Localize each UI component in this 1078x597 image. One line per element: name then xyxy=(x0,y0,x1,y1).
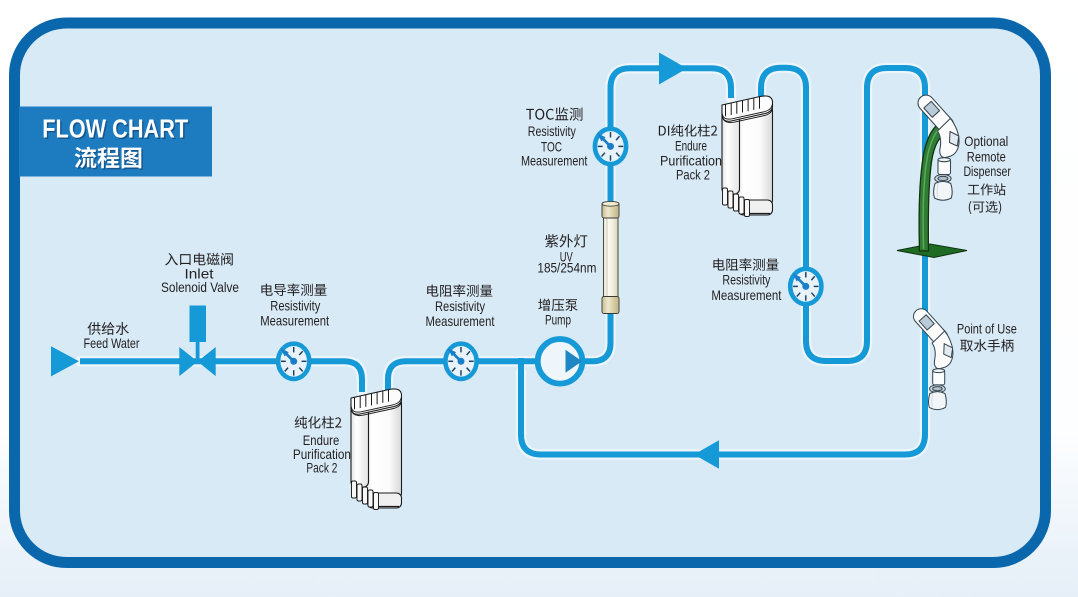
svg-text:Point of Use: Point of Use xyxy=(957,320,1017,336)
svg-text:Purification: Purification xyxy=(293,446,351,462)
svg-text:Inlet: Inlet xyxy=(185,265,214,281)
svg-text:Measurement: Measurement xyxy=(260,313,329,329)
svg-text:UV: UV xyxy=(560,249,573,265)
svg-text:Endure: Endure xyxy=(675,137,707,153)
svg-text:TOC: TOC xyxy=(541,139,562,155)
svg-text:Pack 2: Pack 2 xyxy=(306,459,337,475)
svg-text:Resistivity: Resistivity xyxy=(722,272,770,288)
svg-text:Pump: Pump xyxy=(545,311,571,327)
svg-text:FLOW CHART: FLOW CHART xyxy=(42,114,188,144)
svg-text:FLOW CHART: FLOW CHART xyxy=(44,115,190,145)
svg-text:185/254nm: 185/254nm xyxy=(537,260,596,276)
svg-text:Solenoid Valve: Solenoid Valve xyxy=(161,279,239,295)
svg-text:Resistivity: Resistivity xyxy=(528,123,576,139)
svg-text:Resistivity: Resistivity xyxy=(435,298,485,314)
svg-text:Pack 2: Pack 2 xyxy=(676,167,710,183)
svg-text:Resistivity: Resistivity xyxy=(270,298,320,314)
svg-text:Endure: Endure xyxy=(303,432,340,448)
svg-text:Feed Water: Feed Water xyxy=(84,335,140,351)
svg-text:Optional: Optional xyxy=(964,133,1008,149)
svg-text:Measurement: Measurement xyxy=(521,152,588,168)
svg-text:Dispenser: Dispenser xyxy=(963,163,1011,179)
svg-text:Purification: Purification xyxy=(660,152,722,168)
svg-text:Remote: Remote xyxy=(967,148,1006,164)
svg-text:Measurement: Measurement xyxy=(426,313,495,329)
svg-text:Measurement: Measurement xyxy=(711,287,781,303)
